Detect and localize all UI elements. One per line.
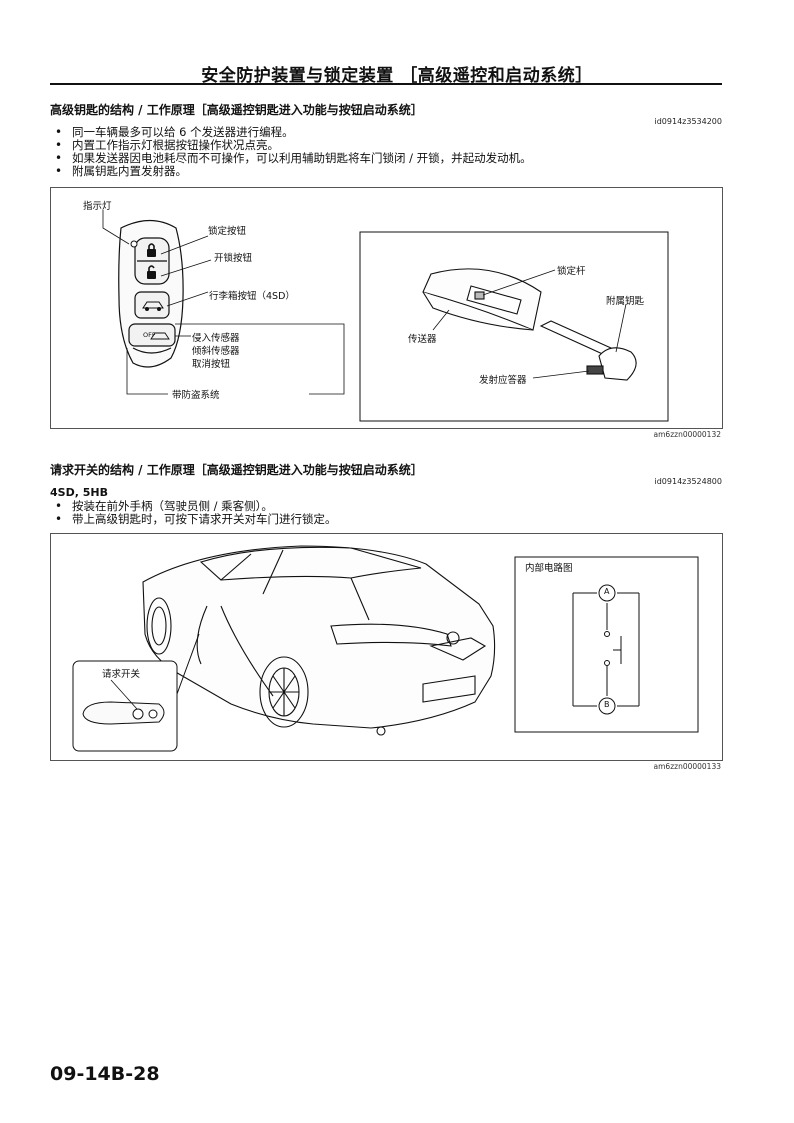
key-structure-drawing [102, 210, 669, 422]
lock-lever-label: 锁定杆 [557, 266, 586, 277]
handle-callout [72, 633, 200, 752]
section2-doc-id: id0914z3524800 [654, 477, 723, 486]
detail-leader-lines [432, 269, 627, 379]
tilt-sensor-label: 倾斜传感器 [192, 346, 240, 357]
section1-doc-id: id0914z3534200 [654, 117, 723, 126]
title-rule [50, 83, 722, 85]
car-illustration [142, 545, 496, 729]
section2-subhead: 4SD, 5HB [50, 486, 108, 499]
transmitter-body [422, 268, 542, 331]
fob-leader-lines [102, 210, 345, 395]
internal-circuit-label: 内部电路图 [525, 563, 573, 574]
smart-key-fob [118, 219, 184, 368]
indicator-lamp-label: 指示灯 [83, 201, 112, 212]
list-item: 附属钥匙内置发射器。 [50, 165, 730, 179]
off-car-icon [150, 332, 170, 340]
off-text: OFF [143, 331, 156, 339]
terminal-b-circle [598, 697, 616, 715]
figure2-id: am6zzn00000133 [653, 762, 721, 771]
page-number: 09-14B-28 [50, 1063, 160, 1085]
indicator-lamp-icon [130, 240, 138, 248]
circuit-wiring [572, 592, 640, 707]
lock-button-label: 锁定按钮 [208, 226, 247, 237]
request-switch-figure: 请求开关 内部电路图 A B [50, 533, 723, 761]
terminal-a-circle [598, 584, 616, 602]
list-item: 如果发送器因电池耗尽而不可操作，可以利用辅助钥匙将车门锁闭 / 开锁，并起动发动… [50, 152, 730, 166]
aux-key-label: 附属钥匙 [606, 296, 645, 307]
cancel-button-label: 取消按钮 [192, 359, 231, 370]
page-title: 安全防护装置与锁定装置 ［高级遥控和启动系统］ [201, 66, 593, 86]
request-switch-label: 请求开关 [102, 669, 141, 680]
lock-icon [147, 243, 156, 257]
transponder-label: 发射应答器 [479, 375, 527, 386]
trunk-car-icon [142, 301, 164, 311]
intrusion-sensor-label: 侵入传感器 [192, 333, 240, 344]
section1-heading: 高级钥匙的结构 / 工作原理［高级遥控钥匙进入功能与按钮启动系统］ [50, 103, 423, 117]
anti-theft-label: 带防盗系统 [172, 390, 220, 401]
unlock-icon [147, 265, 156, 279]
aux-key-blade [539, 320, 637, 381]
unlock-button-label: 开锁按钮 [214, 253, 253, 264]
section2-bullet-list: 按装在前外手柄（驾驶员侧 / 乘客侧）。 带上高级钥匙时，可按下请求开关对车门进… [50, 500, 730, 527]
section2-heading: 请求开关的结构 / 工作原理［高级遥控钥匙进入功能与按钮启动系统］ [50, 463, 423, 477]
terminal-a-label: A [604, 587, 610, 596]
car-wheels [146, 597, 386, 736]
section1-bullet-list: 同一车辆最多可以给 6 个发送器进行编程。 内置工作指示灯根据按钮操作状况点亮。… [50, 126, 730, 179]
terminal-b-label: B [604, 700, 610, 709]
request-switch-drawing [72, 545, 699, 752]
trunk-button-label: 行李箱按钮（4SD） [209, 291, 295, 302]
transmitter-label: 传送器 [408, 334, 437, 345]
figure1-id: am6zzn00000132 [653, 430, 721, 439]
key-structure-figure: 指示灯 锁定按钮 开锁按钮 行李箱按钮（4SD） OFF 侵入传感器 倾斜传感器… [50, 187, 723, 429]
list-item: 同一车辆最多可以给 6 个发送器进行编程。 [50, 126, 730, 140]
list-item: 带上高级钥匙时，可按下请求开关对车门进行锁定。 [50, 513, 730, 527]
list-item: 按装在前外手柄（驾驶员侧 / 乘客侧）。 [50, 500, 730, 514]
list-item: 内置工作指示灯根据按钮操作状况点亮。 [50, 139, 730, 153]
